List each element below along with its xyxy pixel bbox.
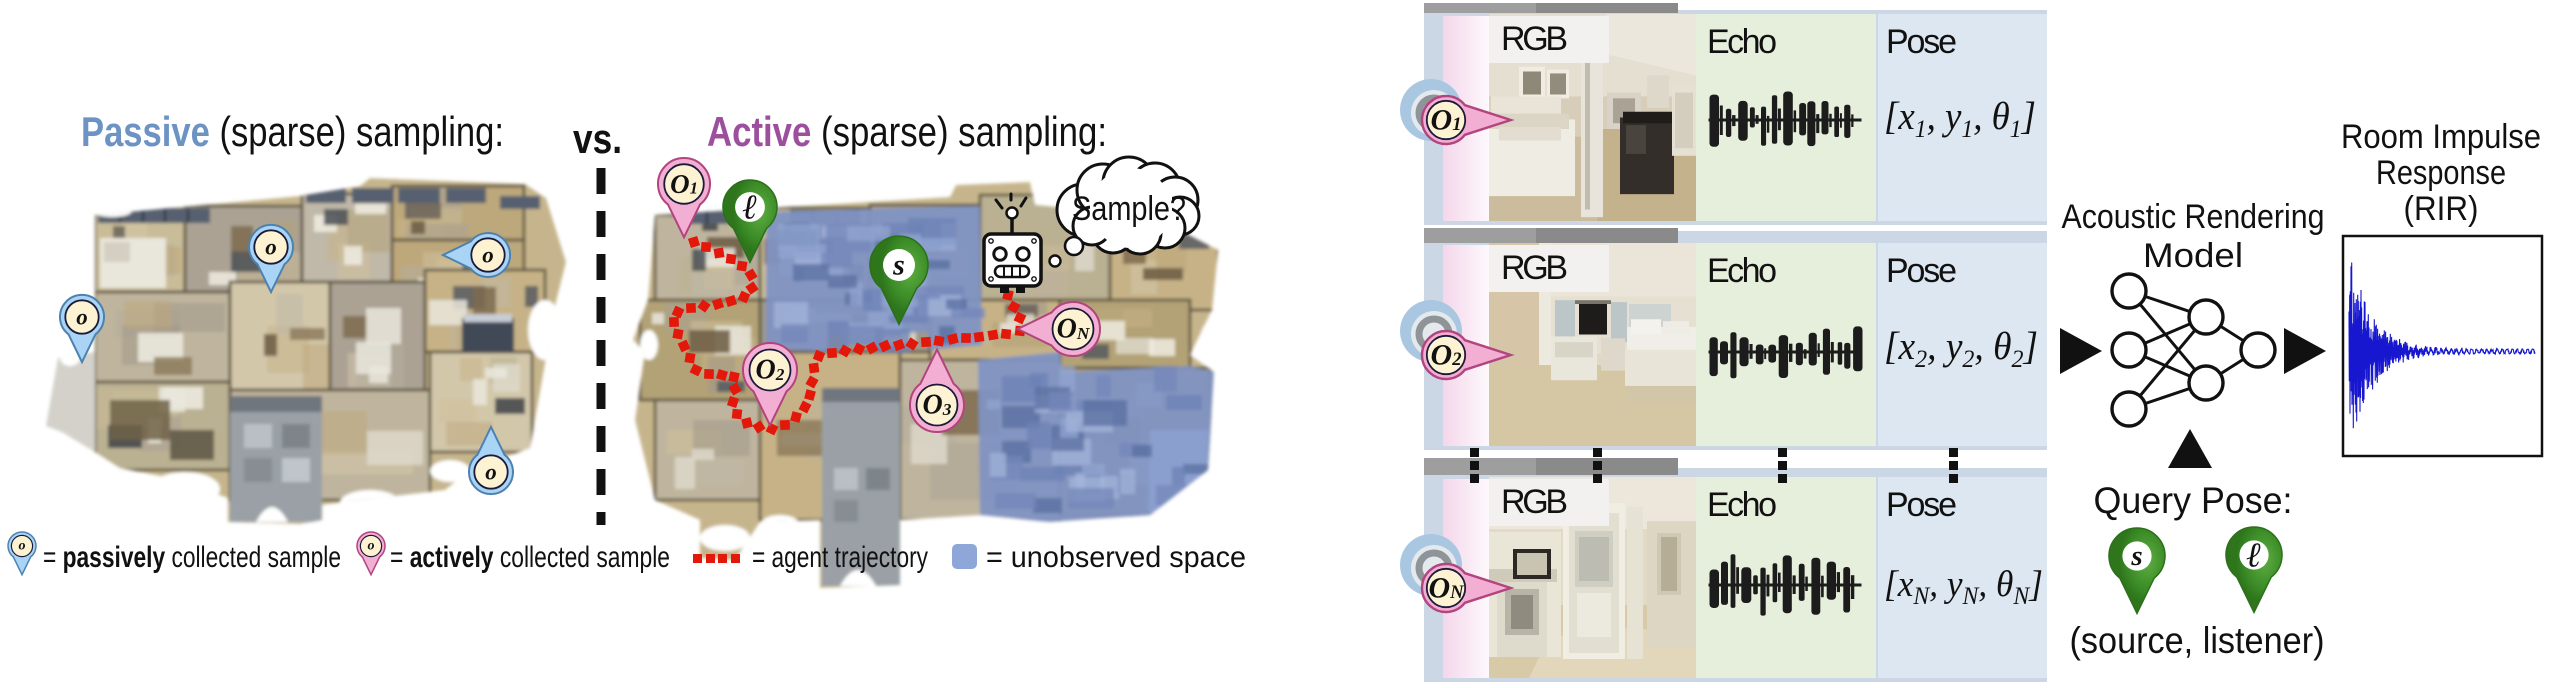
svg-text:RGB: RGB xyxy=(1501,20,1568,58)
svg-text:o: o xyxy=(265,235,277,260)
svg-text:Sample?: Sample? xyxy=(1072,190,1186,228)
svg-text:Pose: Pose xyxy=(1886,252,1957,290)
svg-text:s: s xyxy=(892,249,905,282)
svg-text:Echo: Echo xyxy=(1707,252,1777,290)
svg-text:o: o xyxy=(76,305,88,330)
svg-text:Echo: Echo xyxy=(1707,486,1777,524)
svg-text:Echo: Echo xyxy=(1707,23,1777,61)
svg-text:Pose: Pose xyxy=(1886,23,1957,61)
svg-text:o: o xyxy=(482,243,494,268)
svg-text:o: o xyxy=(485,460,497,485)
svg-text:O3: O3 xyxy=(923,390,952,421)
svg-text:o: o xyxy=(368,539,375,554)
svg-text:ℓ: ℓ xyxy=(743,188,758,227)
svg-text:s: s xyxy=(2130,540,2142,572)
svg-text:ℓ: ℓ xyxy=(2247,536,2262,575)
svg-text:RGB: RGB xyxy=(1501,249,1568,287)
svg-text:RGB: RGB xyxy=(1501,483,1568,521)
svg-text:o: o xyxy=(19,539,26,554)
svg-text:Pose: Pose xyxy=(1886,486,1957,524)
